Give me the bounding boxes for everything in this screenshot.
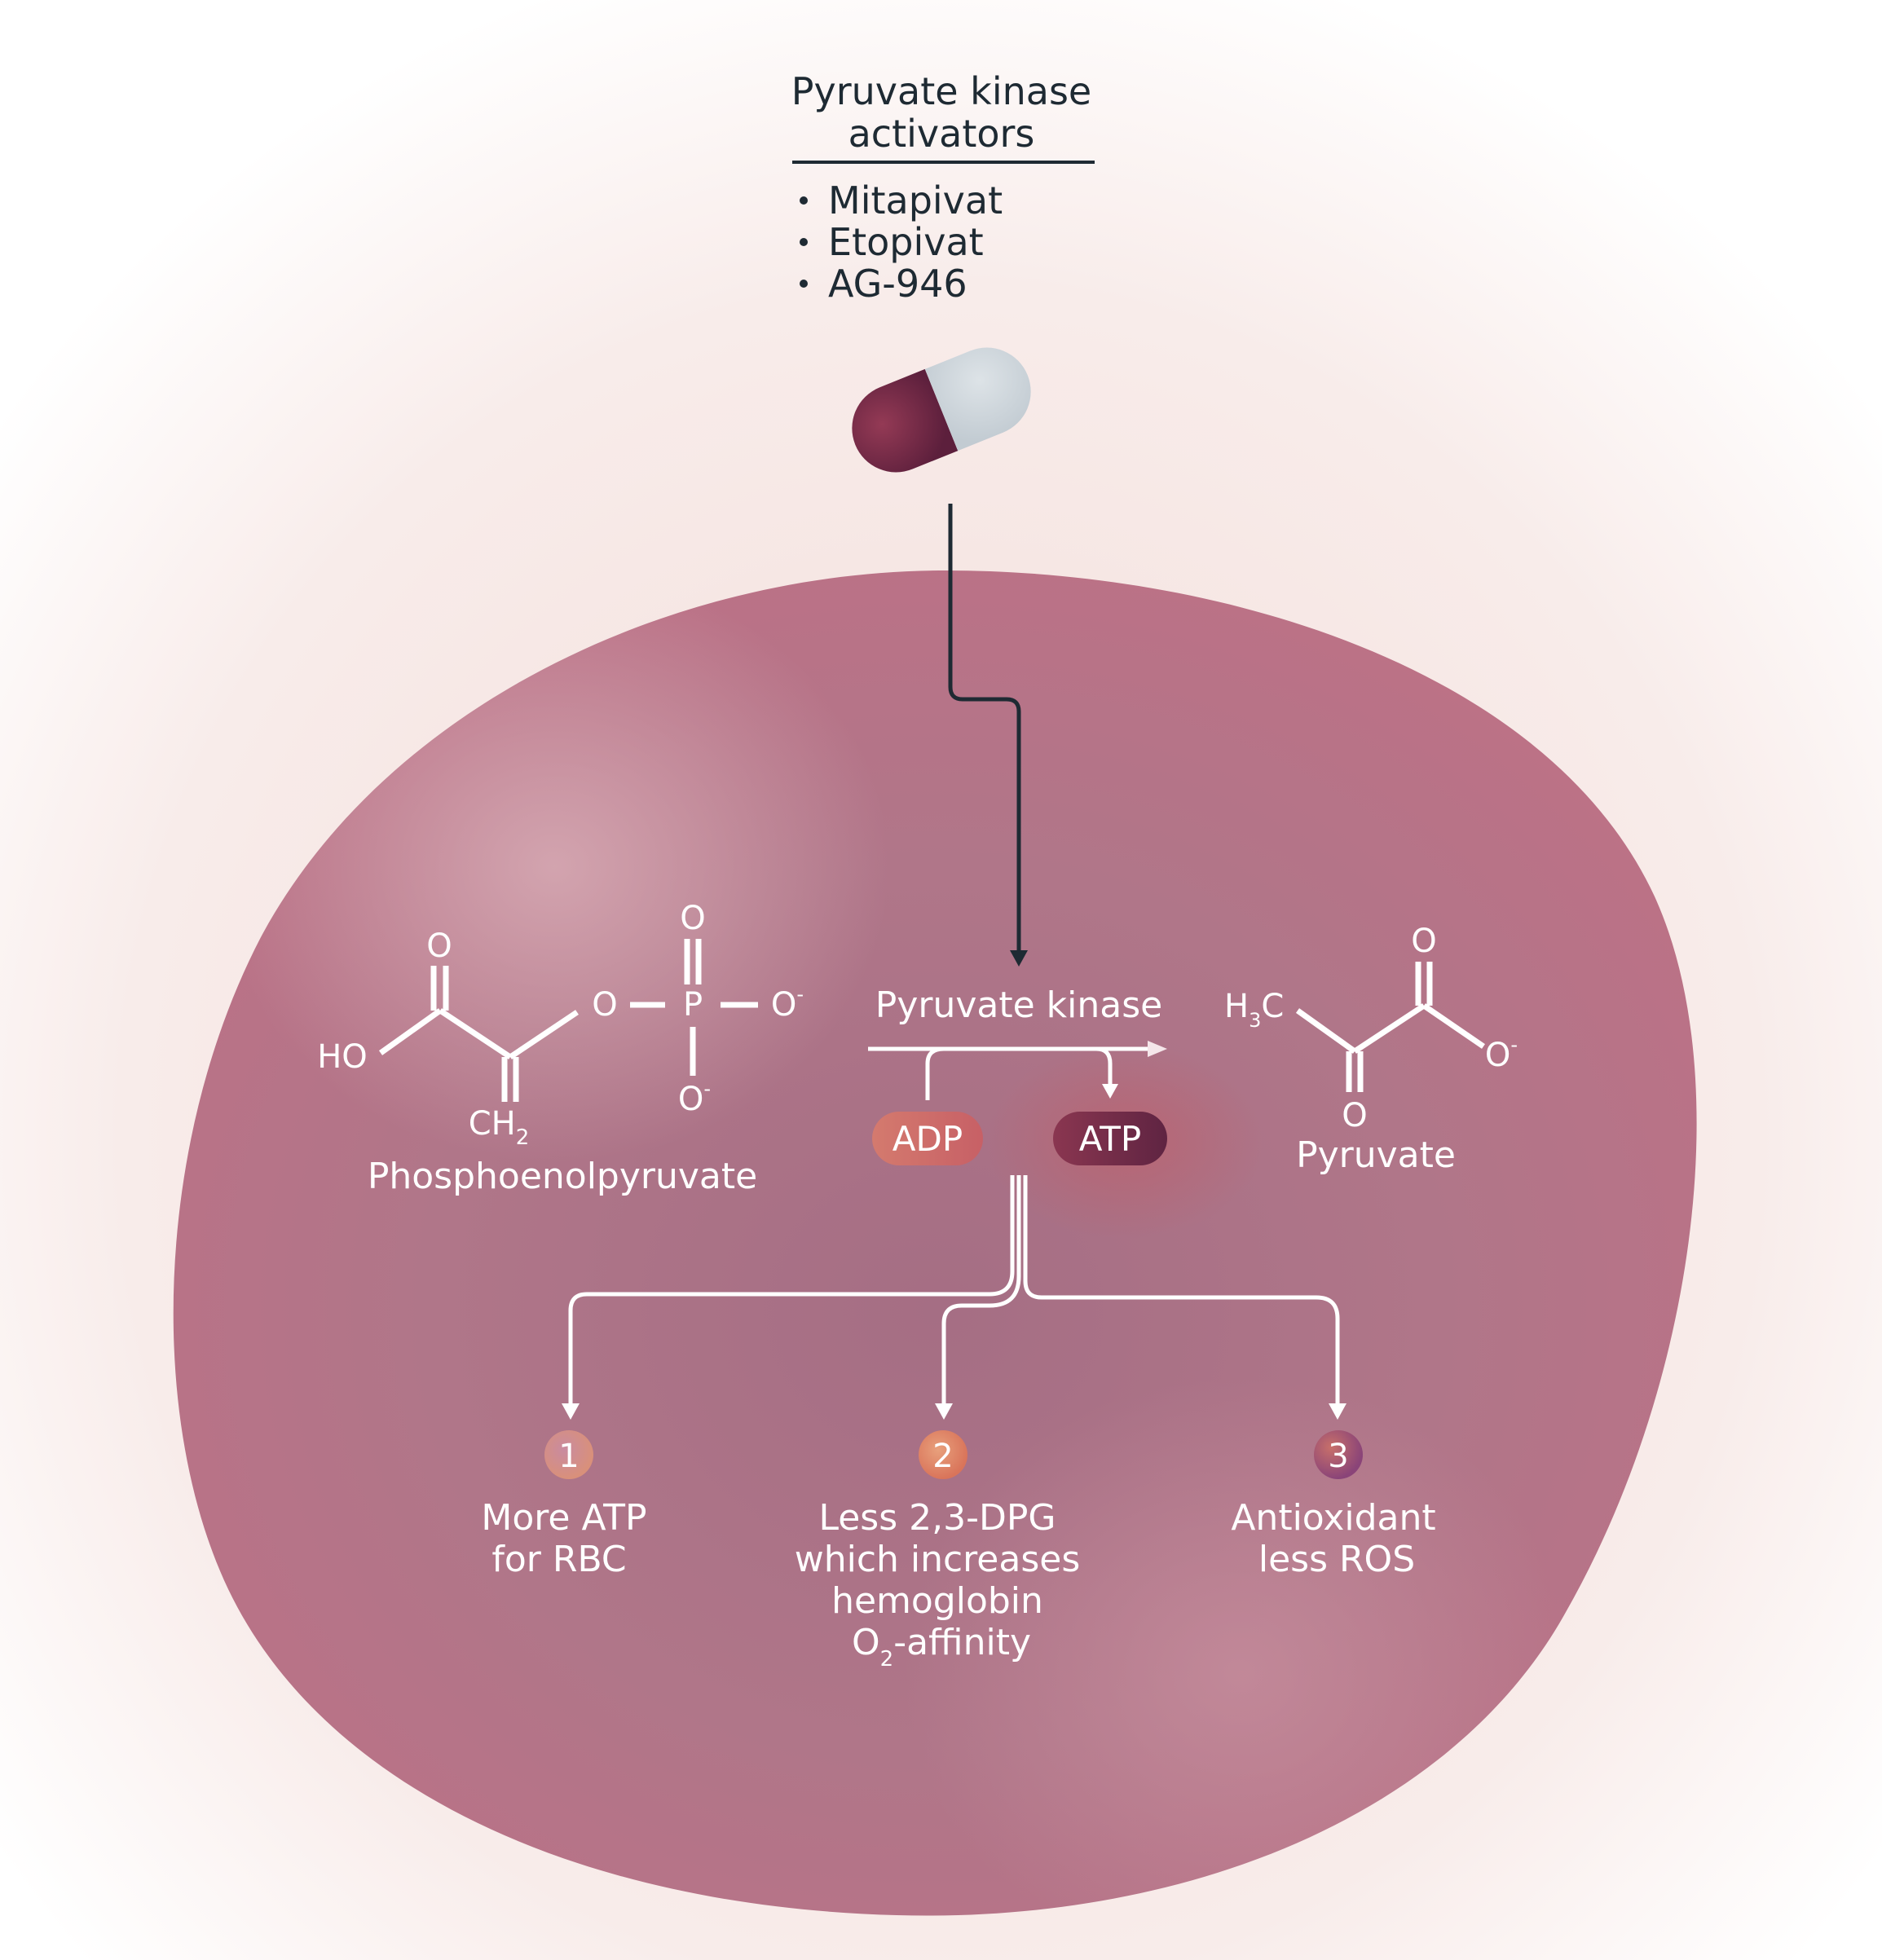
phosphoenolpyruvate-structure: O HO CH2 O P O- O O- Phosphoenolpyruvate <box>317 900 804 1197</box>
bond <box>1295 1008 1357 1054</box>
outcome-text-line: for RBC <box>491 1539 626 1580</box>
outcome-text-line: Less 2,3-DPG <box>818 1497 1056 1539</box>
branch-line-1 <box>568 1175 1015 1407</box>
number-badge <box>544 1430 593 1479</box>
atp-label: ATP <box>1079 1119 1141 1159</box>
drug-list-title-line1: Pyruvate kinase <box>791 69 1091 113</box>
atom-o-keto: O <box>1342 1097 1367 1134</box>
branch-line-3 <box>1023 1175 1340 1407</box>
atom-o-carboxyl-main: O <box>1485 1037 1510 1074</box>
o2-sub: 2 <box>880 1647 894 1672</box>
atom-ho: HO <box>317 1038 368 1076</box>
drug-list-title-line2: activators <box>848 112 1035 156</box>
bullet-icon <box>800 280 808 288</box>
drug-name: Etopivat <box>828 220 984 264</box>
atom-o-right: O- <box>771 983 804 1024</box>
atom-o-bottom-main: O <box>678 1081 703 1118</box>
atom-p: P <box>683 986 703 1024</box>
arrowhead-icon <box>1329 1403 1346 1420</box>
bond <box>439 1008 512 1059</box>
atom-o-ester: O <box>592 986 617 1024</box>
number-badge <box>1314 1430 1363 1479</box>
atp-badge: ATP <box>1053 1112 1167 1165</box>
adp-input-line <box>925 1046 945 1100</box>
drug-item: AG-946 <box>800 262 967 306</box>
outcome-text-line: hemoglobin <box>831 1580 1043 1622</box>
outcome-text-line: More ATP <box>481 1497 646 1539</box>
red-blood-cell <box>173 570 1697 1916</box>
drug-item: Etopivat <box>800 220 984 264</box>
o2-rest: -affinity <box>893 1622 1031 1663</box>
atom-ch: CH2 <box>469 1105 530 1150</box>
capsule-right-half <box>924 347 1031 451</box>
drug-action-arrow <box>948 504 1028 967</box>
atp-arrowhead-icon <box>1102 1084 1118 1099</box>
charge-minus: - <box>1510 1033 1518 1056</box>
atom-o-top: O <box>1411 923 1436 960</box>
reaction-arrowhead-icon <box>1148 1041 1167 1057</box>
adp-badge: ADP <box>872 1112 983 1165</box>
outcome-text-line: less ROS <box>1258 1539 1415 1580</box>
number-badge-label: 2 <box>932 1438 953 1475</box>
atom-o-bottom: O- <box>678 1077 711 1118</box>
outcome-2: 2 Less 2,3-DPG which increases hemoglobi… <box>795 1430 1081 1672</box>
outcome-text-line: O2-affinity <box>852 1622 1031 1672</box>
bond <box>1353 1003 1426 1054</box>
atom-h3c: H3C <box>1224 988 1284 1032</box>
number-badge <box>919 1430 967 1479</box>
substrate-name: Phosphoenolpyruvate <box>368 1156 757 1197</box>
capsule-icon <box>852 347 1031 473</box>
drug-name: Mitapivat <box>828 178 1003 222</box>
atom-ch-main: CH <box>469 1105 516 1143</box>
number-badge-label: 3 <box>1328 1438 1348 1475</box>
drug-action-line <box>948 504 1021 952</box>
outcome-1: 1 More ATP for RBC <box>481 1430 647 1580</box>
bond <box>1422 1003 1485 1049</box>
bullet-icon <box>800 238 808 246</box>
atom-o: O <box>426 927 452 965</box>
atom-c: C <box>1261 988 1284 1025</box>
capsule-left-half <box>852 368 959 473</box>
adp-badge-bg <box>872 1112 983 1165</box>
outcome-text-line: Antioxidant <box>1231 1497 1435 1539</box>
product-name: Pyruvate <box>1296 1134 1456 1176</box>
charge-minus: - <box>703 1077 711 1100</box>
number-badge-label: 1 <box>558 1438 579 1475</box>
atom-h-sub: 3 <box>1249 1009 1261 1032</box>
reaction: Pyruvate kinase ADP ATP <box>868 984 1167 1165</box>
adp-label: ADP <box>893 1119 963 1159</box>
bond <box>378 1008 443 1055</box>
atom-o-carboxyl: O- <box>1485 1033 1518 1074</box>
pyruvate-structure: H3C O O- O Pyruvate <box>1224 923 1518 1176</box>
arrowhead-icon <box>935 1403 953 1420</box>
drug-name: AG-946 <box>828 262 967 306</box>
o2-main: O <box>852 1622 880 1663</box>
branch-line-2 <box>941 1175 1021 1407</box>
bond <box>509 1010 579 1059</box>
drug-list: Pyruvate kinase activators Mitapivat Eto… <box>791 69 1095 306</box>
enzyme-label: Pyruvate kinase <box>875 984 1162 1026</box>
bullet-icon <box>800 196 808 205</box>
atom-o-top: O <box>680 900 705 937</box>
atp-output-line <box>1095 1046 1113 1086</box>
atom-h: H <box>1224 988 1249 1025</box>
outcome-text-line: which increases <box>795 1539 1081 1580</box>
cell-highlight-lower <box>173 570 1697 1916</box>
arrowhead-icon <box>562 1403 580 1420</box>
charge-minus: - <box>796 983 804 1006</box>
arrowhead-icon <box>1010 950 1028 967</box>
drug-item: Mitapivat <box>800 178 1003 222</box>
atp-badge-bg <box>1053 1112 1167 1165</box>
outcome-arrows <box>562 1175 1346 1420</box>
atom-o-right-main: O <box>771 986 796 1024</box>
atom-ch-sub: 2 <box>516 1125 530 1150</box>
outcome-3: 3 Antioxidant less ROS <box>1231 1430 1436 1580</box>
